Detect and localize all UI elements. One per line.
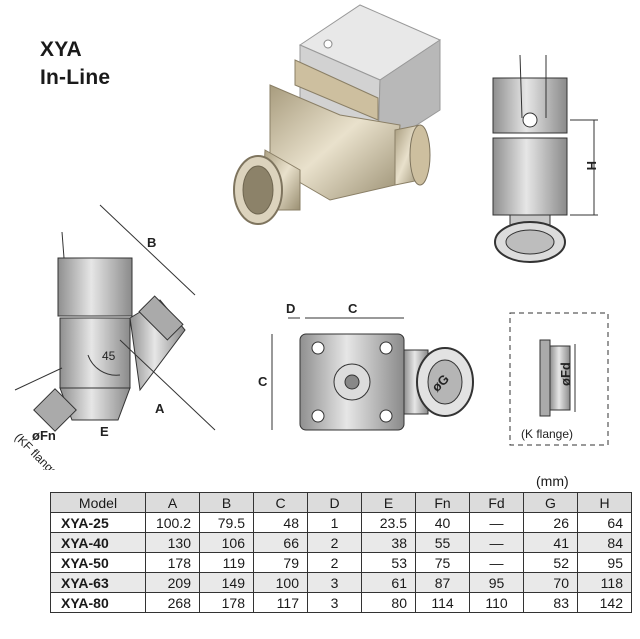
title-model: XYA: [40, 38, 82, 61]
header-G: G: [523, 492, 578, 513]
cell-model: XYA-40: [50, 532, 146, 553]
cell-C: 100: [253, 572, 308, 593]
cell-C: 79: [253, 552, 308, 573]
cell-A: 130: [145, 532, 200, 553]
cell-D: 3: [307, 572, 362, 593]
cell-H: 118: [577, 572, 632, 593]
cell-G: 70: [523, 572, 578, 593]
cell-D: 2: [307, 552, 362, 573]
cell-C: 117: [253, 592, 308, 613]
cell-B: 79.5: [199, 512, 254, 533]
header-H: H: [577, 492, 632, 513]
table-row: XYA-40 130 106 66 2 38 55 — 41 84: [50, 532, 632, 553]
cell-E: 23.5: [361, 512, 416, 533]
cell-D: 1: [307, 512, 362, 533]
cell-G: 83: [523, 592, 578, 613]
cell-G: 26: [523, 512, 578, 533]
dim-label-D: D: [286, 301, 295, 316]
side-view-drawing: B A 45 E øFn (KF flange): [12, 204, 216, 470]
angle-label: 45: [102, 349, 116, 363]
k-flange-detail: øFd (K flange): [509, 312, 609, 446]
cell-Fd: —: [469, 512, 524, 533]
table-row: XYA-50 178 119 79 2 53 75 — 52 95: [50, 552, 632, 573]
cell-Fn: 75: [415, 552, 470, 573]
cell-H: 64: [577, 512, 632, 533]
cell-Fd: 95: [469, 572, 524, 593]
header-E: E: [361, 492, 416, 513]
cell-G: 52: [523, 552, 578, 573]
front-view-drawing: H: [492, 54, 599, 263]
cell-Fd: 110: [469, 592, 524, 613]
top-view-drawing: D C C øG: [258, 301, 474, 431]
cell-B: 106: [199, 532, 254, 553]
dimensions-table: Model A B C D E Fn Fd G H XYA-25 100.2 7…: [50, 492, 632, 613]
title-subtitle: In-Line: [40, 66, 111, 89]
cell-A: 209: [145, 572, 200, 593]
header-B: B: [199, 492, 254, 513]
cell-A: 268: [145, 592, 200, 613]
cell-Fn: 87: [415, 572, 470, 593]
cell-Fn: 114: [415, 592, 470, 613]
dim-label-B: B: [147, 235, 156, 250]
header-C: C: [253, 492, 308, 513]
cell-B: 149: [199, 572, 254, 593]
header-A: A: [145, 492, 200, 513]
cell-H: 84: [577, 532, 632, 553]
cell-Fn: 40: [415, 512, 470, 533]
cell-H: 142: [577, 592, 632, 613]
table-header-row: Model A B C D E Fn Fd G H: [50, 492, 632, 513]
cell-Fd: —: [469, 532, 524, 553]
cell-D: 3: [307, 592, 362, 613]
unit-label: (mm): [536, 473, 569, 489]
cell-G: 41: [523, 532, 578, 553]
table-row: XYA-80 268 178 117 3 80 114 110 83 142: [50, 592, 632, 613]
cell-Fd: —: [469, 552, 524, 573]
header-model: Model: [50, 492, 146, 513]
cell-E: 80: [361, 592, 416, 613]
dim-label-A: A: [155, 401, 165, 416]
cell-model: XYA-50: [50, 552, 146, 573]
cell-A: 100.2: [145, 512, 200, 533]
cell-B: 119: [199, 552, 254, 573]
cell-B: 178: [199, 592, 254, 613]
valve-3d-illustration: [233, 4, 442, 225]
cell-D: 2: [307, 532, 362, 553]
table-row: XYA-63 209 149 100 3 61 87 95 70 118: [50, 572, 632, 593]
dim-label-C-top: C: [348, 301, 358, 316]
dim-label-Fd: øFd: [558, 362, 573, 386]
cell-model: XYA-80: [50, 592, 146, 613]
cell-Fn: 55: [415, 532, 470, 553]
dim-label-H: H: [584, 161, 599, 170]
cell-A: 178: [145, 552, 200, 573]
k-flange-label: (K flange): [521, 427, 573, 441]
cell-model: XYA-63: [50, 572, 146, 593]
cell-E: 61: [361, 572, 416, 593]
dim-label-C-side: C: [258, 374, 268, 389]
dim-label-E: E: [100, 424, 109, 439]
technical-drawings: B A 45 E øFn (KF flange) D C C øG: [12, 4, 609, 470]
cell-C: 48: [253, 512, 308, 533]
dim-label-Fn: øFn: [32, 428, 56, 443]
table-row: XYA-25 100.2 79.5 48 1 23.5 40 — 26 64: [50, 512, 632, 533]
cell-H: 95: [577, 552, 632, 573]
header-Fn: Fn: [415, 492, 470, 513]
cell-E: 53: [361, 552, 416, 573]
header-Fd: Fd: [469, 492, 524, 513]
cell-E: 38: [361, 532, 416, 553]
header-D: D: [307, 492, 362, 513]
cell-C: 66: [253, 532, 308, 553]
cell-model: XYA-25: [50, 512, 146, 533]
